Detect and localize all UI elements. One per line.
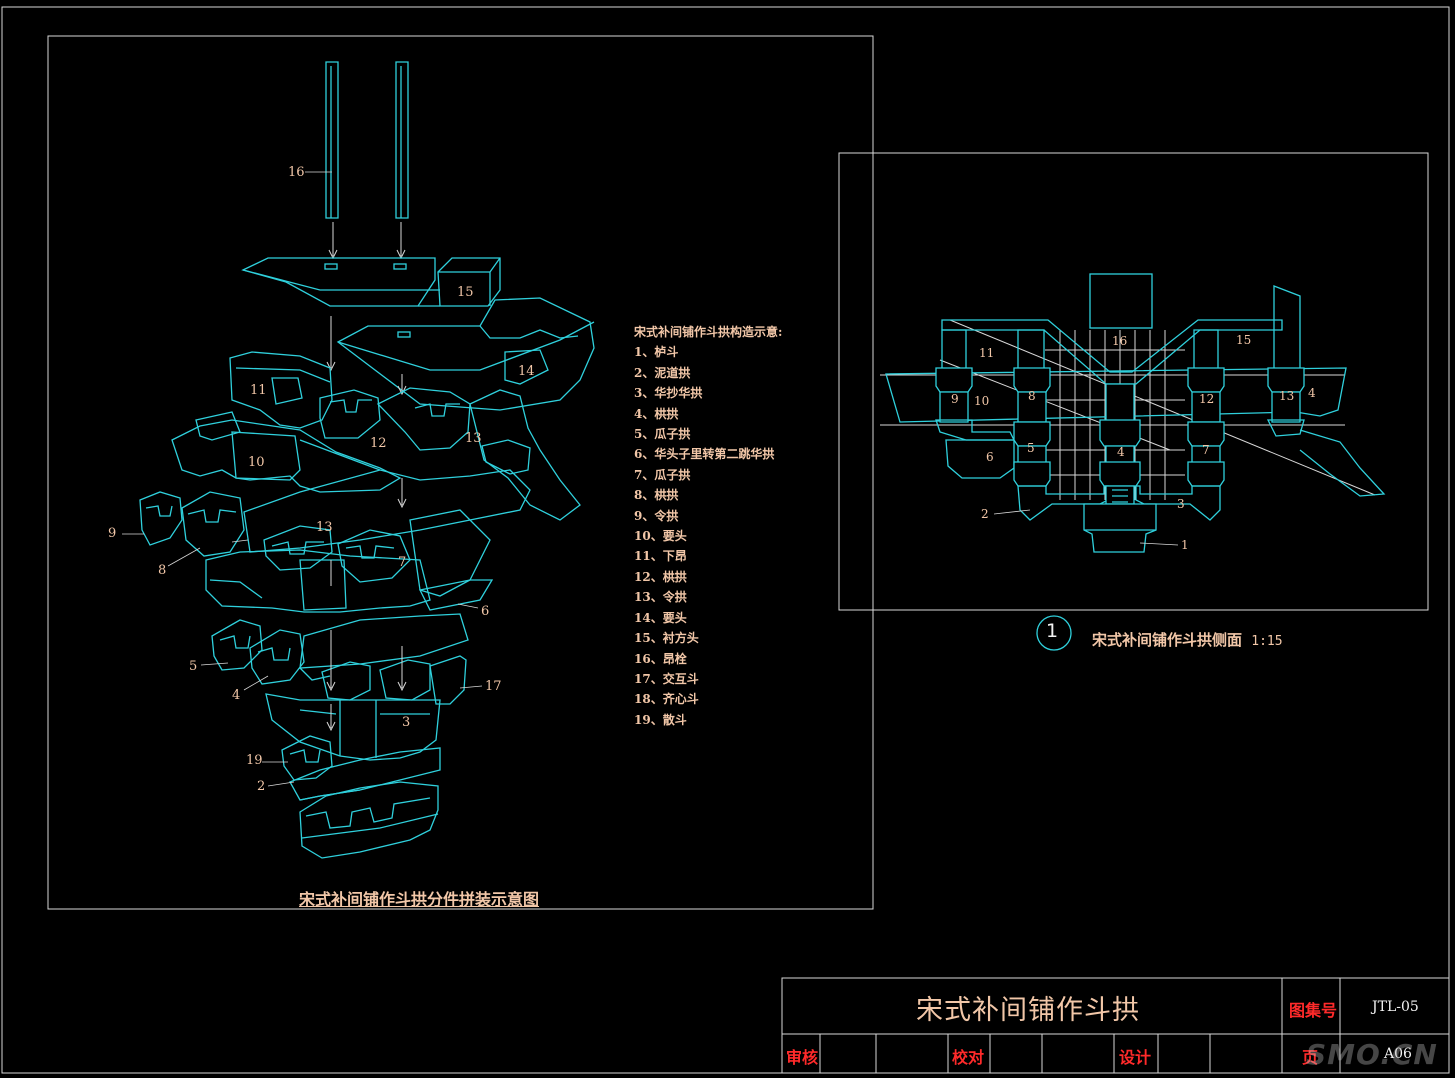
left-frame [47,35,874,910]
exploded-diagram [139,61,595,859]
side-section-diagram [880,273,1386,553]
left-callouts [122,171,483,787]
right-frame [838,152,1429,611]
title-block-lines [781,977,1450,1074]
right-callouts [993,509,1179,546]
sheet-border [1,6,1450,1074]
section-number-circle [1036,615,1072,651]
